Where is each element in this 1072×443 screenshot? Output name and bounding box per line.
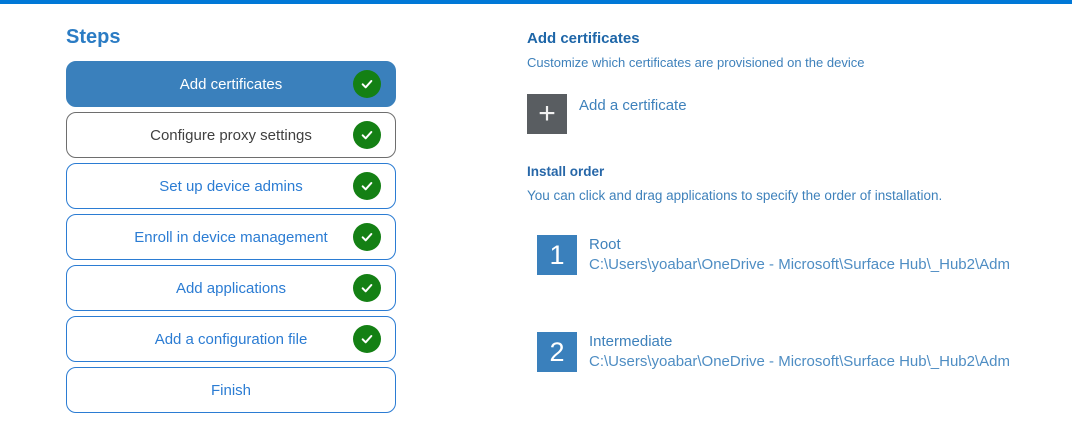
completed-check-icon xyxy=(353,223,381,251)
top-accent-bar xyxy=(0,0,1072,4)
step-button-add-certificates[interactable]: Add certificates xyxy=(66,61,396,107)
add-certificate-button[interactable]: + Add a certificate xyxy=(527,94,1057,134)
install-order-number: 1 xyxy=(537,235,577,275)
step-button-finish[interactable]: Finish xyxy=(66,367,396,413)
completed-check-icon xyxy=(353,172,381,200)
step-label: Set up device admins xyxy=(159,177,303,195)
step-label: Add a configuration file xyxy=(154,330,308,348)
add-certificate-label: Add a certificate xyxy=(579,97,687,114)
steps-panel: Steps Add certificates Configure proxy s… xyxy=(66,26,396,418)
step-label: Add applications xyxy=(175,279,287,297)
completed-check-icon xyxy=(353,274,381,302)
install-order-number: 2 xyxy=(537,332,577,372)
step-button-configure-proxy-settings[interactable]: Configure proxy settings xyxy=(66,112,396,158)
certificate-path: C:\Users\yoabar\OneDrive - Microsoft\Sur… xyxy=(589,255,1010,273)
step-label: Add certificates xyxy=(179,75,283,93)
step-button-set-up-device-admins[interactable]: Set up device admins xyxy=(66,163,396,209)
step-label: Enroll in device management xyxy=(134,228,328,246)
section-title: Add certificates xyxy=(527,30,640,47)
step-button-enroll-in-device-management[interactable]: Enroll in device management xyxy=(66,214,396,260)
install-order-subtitle: You can click and drag applications to s… xyxy=(527,188,943,203)
step-label: Configure proxy settings xyxy=(150,126,312,144)
completed-check-icon xyxy=(353,325,381,353)
install-order-list: 1 Root C:\Users\yoabar\OneDrive - Micros… xyxy=(537,235,1057,372)
step-label: Finish xyxy=(210,381,251,399)
steps-panel-title: Steps xyxy=(66,26,121,48)
certificate-path: C:\Users\yoabar\OneDrive - Microsoft\Sur… xyxy=(589,352,1010,370)
completed-check-icon xyxy=(353,70,381,98)
content-panel: Add certificates Customize which certifi… xyxy=(527,30,1057,429)
step-button-add-applications[interactable]: Add applications xyxy=(66,265,396,311)
step-button-add-a-configuration-file[interactable]: Add a configuration file xyxy=(66,316,396,362)
section-subtitle: Customize which certificates are provisi… xyxy=(527,55,865,70)
install-order-item[interactable]: 2 Intermediate C:\Users\yoabar\OneDrive … xyxy=(537,332,1057,372)
certificate-name: Root xyxy=(589,236,621,253)
plus-icon[interactable]: + xyxy=(527,94,567,134)
install-order-title: Install order xyxy=(527,164,605,179)
install-order-item[interactable]: 1 Root C:\Users\yoabar\OneDrive - Micros… xyxy=(537,235,1057,275)
steps-list: Add certificates Configure proxy setting… xyxy=(66,61,396,413)
certificate-name: Intermediate xyxy=(589,333,673,350)
completed-check-icon xyxy=(353,121,381,149)
